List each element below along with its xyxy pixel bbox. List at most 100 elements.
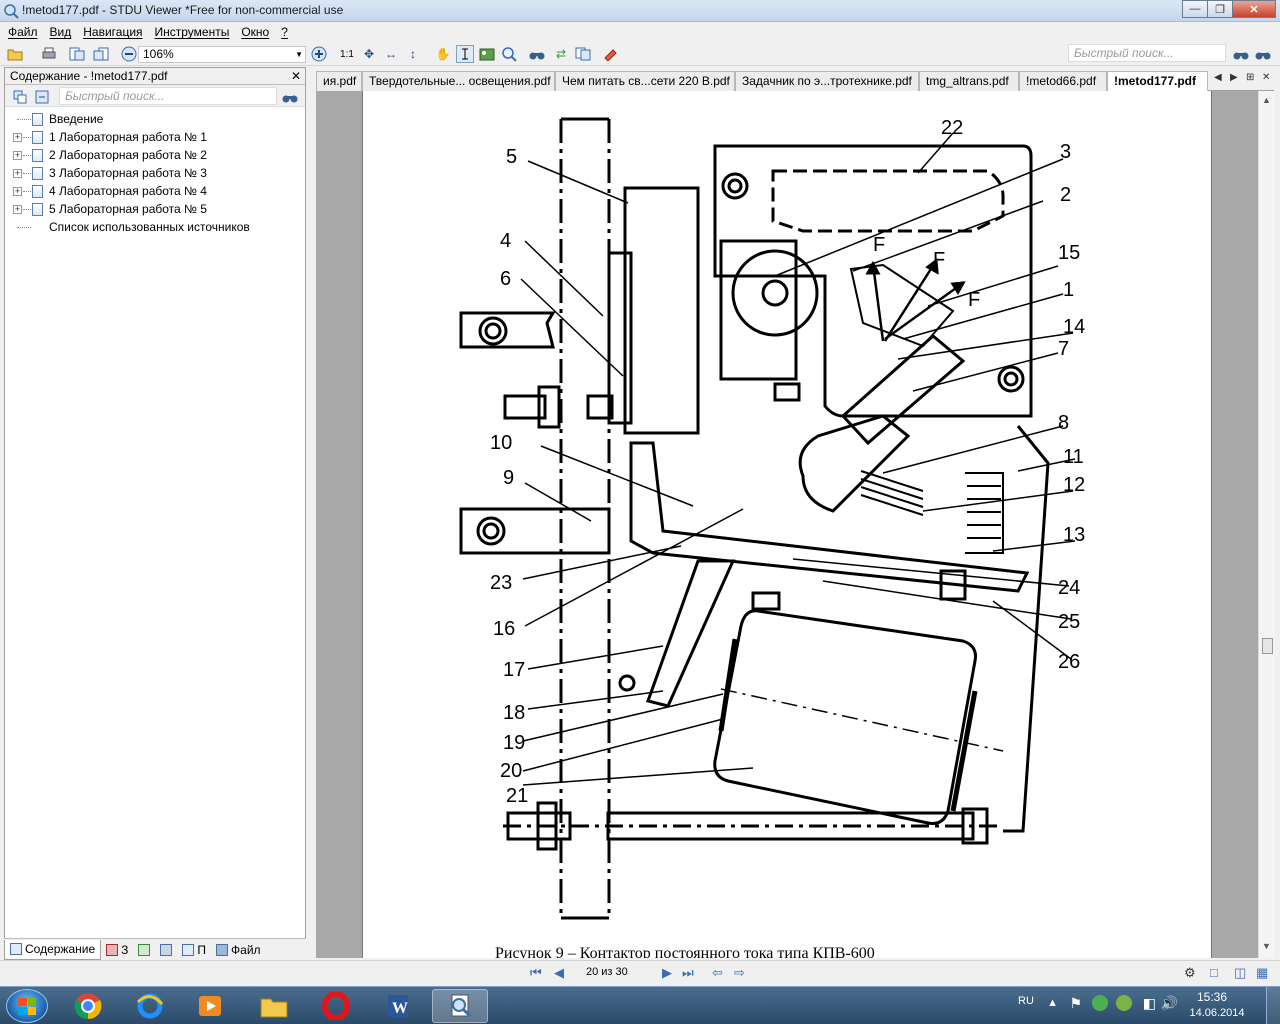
collapse-tree-icon[interactable] [33, 88, 51, 106]
tree-item-lab3[interactable]: + 3 Лабораторная работа № 3 [5, 164, 305, 182]
highlight-icon[interactable] [602, 45, 620, 63]
page-info[interactable]: 20 из 30 [586, 966, 628, 978]
tab-file[interactable]: Файл [211, 940, 266, 960]
tab-list-icon[interactable]: ⊞ [1246, 72, 1255, 83]
tab-thumbnails[interactable] [133, 940, 155, 960]
close-button[interactable]: ✕ [1232, 0, 1276, 18]
last-page-icon[interactable]: ⏭ [682, 965, 694, 980]
search-binoculars-icon[interactable] [1232, 45, 1250, 63]
doc-tab[interactable]: tmg_altrans.pdf [919, 71, 1019, 91]
file-explorer-taskbar-icon[interactable] [246, 989, 302, 1023]
fit-height-icon[interactable]: ↕ [410, 47, 416, 61]
doc-tab-active[interactable]: !metod177.pdf [1107, 71, 1208, 92]
stdu-viewer-taskbar-icon[interactable] [432, 989, 488, 1023]
menu-tools[interactable]: Инструменты [154, 25, 230, 39]
zoom-in-icon[interactable] [310, 45, 328, 63]
tree-item-lab2[interactable]: + 2 Лабораторная работа № 2 [5, 146, 305, 164]
settings-icon[interactable]: ⚙ [1184, 965, 1196, 980]
expand-icon[interactable]: + [13, 186, 22, 196]
menu-view[interactable]: Вид [49, 25, 72, 39]
doc-tab[interactable]: !metod66.pdf [1019, 71, 1107, 91]
tab-scroll-right-icon[interactable]: ▶ [1230, 72, 1238, 83]
tab-bookmarks[interactable]: З [101, 940, 133, 960]
expand-icon[interactable]: + [13, 204, 22, 214]
network-icon[interactable]: ◧ [1142, 995, 1156, 1011]
tree-item-lab4[interactable]: + 4 Лабораторная работа № 4 [5, 182, 305, 200]
tab-contents[interactable]: Содержание [4, 939, 102, 960]
doc-tab[interactable]: Чем питать св...сети 220 В.pdf [555, 71, 735, 91]
scroll-down-icon[interactable]: ▼ [1262, 941, 1271, 951]
antivirus-icon[interactable] [1116, 995, 1132, 1011]
page-forward-icon[interactable] [92, 45, 110, 63]
tab-search[interactable] [155, 940, 177, 960]
actual-size-button[interactable]: 1:1 [340, 48, 354, 60]
search-next-icon[interactable] [1254, 45, 1272, 63]
language-indicator[interactable]: RU [1018, 995, 1034, 1007]
document-view[interactable]: 22 3 5 2 F F 15 F 1 4 14 6 7 8 10 11 9 [316, 91, 1258, 958]
doc-tab[interactable]: Твердотельные... освещения.pdf [362, 71, 555, 91]
history-forward-icon[interactable]: ⇨ [734, 965, 745, 980]
menu-file[interactable]: Файл [8, 25, 38, 39]
scroll-thumb[interactable] [1262, 638, 1273, 654]
fit-width-icon[interactable]: ↔ [385, 47, 397, 61]
print-icon[interactable] [40, 45, 58, 63]
scroll-up-icon[interactable]: ▲ [1262, 95, 1271, 105]
find-icon[interactable] [528, 45, 546, 63]
tree-item-intro[interactable]: Введение [5, 110, 305, 128]
vertical-scrollbar[interactable]: ▲ ▼ [1258, 91, 1275, 958]
two-page-view-icon[interactable]: ◫ [1234, 965, 1247, 980]
grid-view-icon[interactable]: ▦ [1256, 965, 1269, 980]
show-desktop-button[interactable] [1266, 987, 1280, 1024]
flag-icon[interactable]: ⚑ [1069, 995, 1082, 1011]
quick-search-input[interactable]: Быстрый поиск... [1068, 44, 1226, 62]
internet-explorer-taskbar-icon[interactable] [122, 989, 178, 1023]
tree-item-lab5[interactable]: + 5 Лабораторная работа № 5 [5, 200, 305, 218]
prev-page-icon[interactable]: ◀ [554, 965, 564, 980]
media-player-taskbar-icon[interactable] [182, 989, 238, 1023]
panel-search-icon[interactable] [281, 88, 299, 106]
opera-taskbar-icon[interactable] [308, 989, 364, 1023]
expand-tree-icon[interactable] [11, 88, 29, 106]
minimize-button[interactable]: — [1182, 0, 1208, 18]
word-taskbar-icon[interactable]: W [370, 989, 426, 1023]
swap-icon[interactable]: ⇄ [555, 47, 567, 61]
expand-icon[interactable]: + [13, 132, 22, 142]
restore-button[interactable]: ❐ [1207, 0, 1233, 18]
utorrent-icon[interactable] [1092, 995, 1108, 1011]
clock-date[interactable]: 14.06.2014 [1189, 1007, 1245, 1019]
hand-tool-icon[interactable]: ✋ [435, 47, 451, 61]
doc-tab[interactable]: Задачник по э...тротехнике.pdf [735, 71, 919, 91]
zoom-out-icon[interactable] [120, 45, 138, 63]
history-back-icon[interactable]: ⇦ [712, 965, 723, 980]
copy-icon[interactable] [574, 45, 592, 63]
tree-item-sources[interactable]: Список использованных источников [5, 218, 305, 236]
show-hidden-icons-icon[interactable]: ▲ [1047, 997, 1058, 1009]
panel-search-input[interactable]: Быстрый поиск... [59, 87, 277, 105]
menu-help[interactable]: ? [281, 25, 288, 39]
snapshot-icon[interactable] [478, 45, 496, 63]
menu-window[interactable]: Окно [241, 25, 270, 39]
next-page-icon[interactable]: ▶ [662, 965, 672, 980]
close-panel-icon[interactable]: ✕ [290, 69, 301, 83]
menu-navigation[interactable]: Навигация [83, 25, 143, 39]
expand-icon[interactable]: + [13, 168, 22, 178]
tab-annotations[interactable]: П [177, 940, 211, 960]
text-select-icon[interactable] [456, 45, 474, 63]
chrome-taskbar-icon[interactable] [60, 989, 116, 1023]
expand-icon[interactable]: + [13, 150, 22, 160]
magnifier-icon[interactable] [500, 45, 518, 63]
volume-icon[interactable]: 🔊 [1160, 995, 1178, 1011]
doc-tab[interactable]: ия.pdf [316, 71, 362, 91]
zoom-select[interactable]: 106% ▼ [138, 46, 306, 63]
start-button[interactable] [6, 989, 48, 1023]
open-folder-icon[interactable] [6, 45, 24, 63]
page-back-icon[interactable] [68, 45, 86, 63]
single-page-view-icon[interactable]: □ [1210, 965, 1218, 980]
tree-item-lab1[interactable]: + 1 Лабораторная работа № 1 [5, 128, 305, 146]
fit-page-icon[interactable]: ✥ [363, 47, 375, 61]
tab-scroll-left-icon[interactable]: ◀ [1214, 72, 1222, 83]
figure-label: 4 [500, 230, 511, 252]
clock-time[interactable]: 15:36 [1196, 990, 1228, 1004]
close-tab-icon[interactable]: ✕ [1262, 72, 1271, 83]
first-page-icon[interactable]: ⏮ [530, 965, 542, 980]
